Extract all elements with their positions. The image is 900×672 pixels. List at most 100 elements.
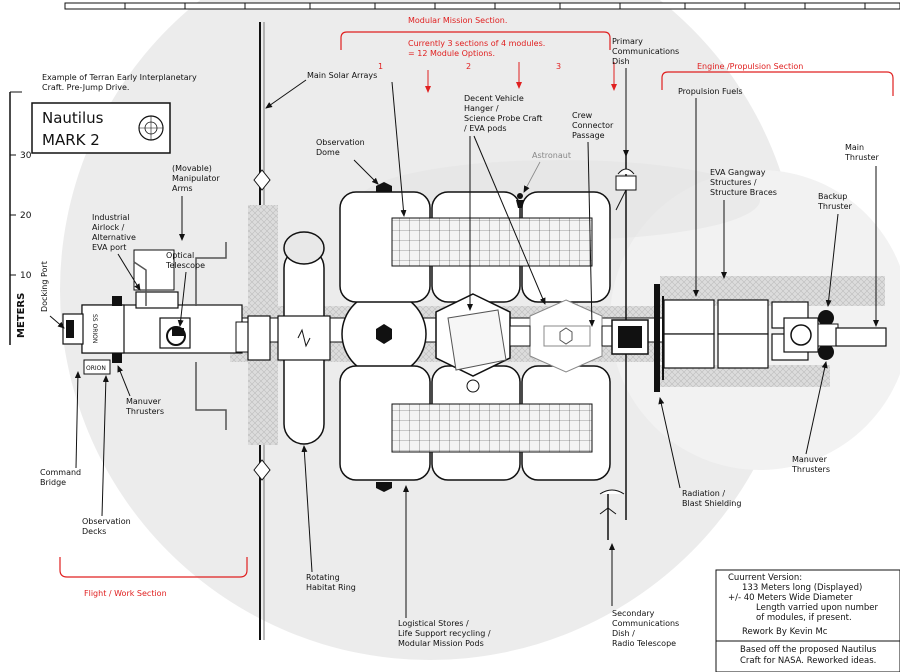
module-number-3: 3 [556, 62, 561, 71]
label-manipulator-line-2: Manipulator [172, 174, 220, 183]
label-observation-decks: Observation Decks [82, 375, 131, 536]
label-main-solar-line-1: Main Solar Arrays [307, 71, 377, 80]
label-descent: Decent Vehicle Hanger / Science Probe Cr… [464, 94, 546, 311]
hull-marking-bottom: ORION [86, 365, 106, 372]
label-observation-dome-line-1: Observation [316, 138, 365, 147]
label-primary-comms-line-1: Primary [612, 37, 643, 46]
observation-dome-hub [341, 182, 427, 492]
engine-section-bracket: Engine /Propulsion Section [661, 62, 894, 96]
info-line-1: Cuurrent Version: [728, 573, 802, 583]
modular-section-bracket: Modular Mission Section. Currently 3 sec… [340, 16, 617, 93]
label-ring-line-1: Rotating [306, 573, 340, 582]
label-docking-line-1: Docking Port [40, 261, 49, 312]
flight-section-bracket: Flight / Work Section [59, 557, 248, 598]
scale-tick-10: 10 [20, 271, 32, 281]
info-line-7: Based off the proposed Nautilus [740, 645, 877, 655]
comms-assembly [599, 150, 649, 540]
label-industrial-line-4: EVA port [92, 243, 126, 252]
label-secondary-comms: Secondary Communications Dish / Radio Te… [609, 543, 679, 648]
label-radiation-line-2: Blast Shielding [682, 499, 741, 508]
label-optical-telescope: Optical Telescope [165, 251, 205, 327]
label-propulsion-fuels: Propulsion Fuels [678, 87, 743, 297]
label-optical-line-2: Telescope [165, 261, 205, 270]
label-manuver-right-line-1: Manuver [792, 455, 828, 464]
label-main-thruster-line-1: Main [845, 143, 864, 152]
label-manuver-right: Manuver Thrusters [791, 361, 830, 474]
info-line-2: 133 Meters long (Displayed) [742, 583, 862, 593]
label-crew-line-1: Crew [572, 111, 593, 120]
label-industrial-line-3: Alternative [92, 233, 136, 242]
label-rotating-ring: Rotating Habitat Ring [301, 445, 356, 592]
radiation-shielding [654, 284, 664, 392]
label-command-line-1: Command [40, 468, 81, 477]
main-solar-panel-leader [391, 81, 407, 217]
label-main-thruster: Main Thruster [844, 143, 880, 327]
modular-note-line-2: = 12 Module Options. [408, 49, 495, 58]
scale-tick-30: 30 [20, 151, 32, 161]
info-line-5: of modules, if present. [756, 613, 852, 623]
label-backup-line-1: Backup [818, 192, 847, 201]
label-ring-line-2: Habitat Ring [306, 583, 356, 592]
top-ruler [64, 2, 900, 10]
label-descent-line-3: Science Probe Craft [464, 114, 542, 123]
rotating-habitat-ring [277, 231, 331, 445]
label-descent-line-2: Hanger / [464, 104, 499, 113]
label-industrial-line-1: Industrial [92, 213, 130, 222]
title-name-line-2: MARK 2 [42, 131, 100, 149]
label-eva-line-3: Structure Braces [710, 188, 777, 197]
label-eva-line-2: Structures / [710, 178, 757, 187]
label-command-line-2: Bridge [40, 478, 66, 487]
module-number-2: 2 [466, 62, 471, 71]
label-logistical-line-1: Logistical Stores / [398, 619, 469, 628]
label-astronaut: Astronaut [532, 151, 571, 160]
label-manipulator-line-3: Arms [172, 184, 193, 193]
label-crew-line-3: Passage [572, 131, 605, 140]
label-crew-line-2: Connector [572, 121, 614, 130]
label-crew-connector: Crew Connector Passage [572, 111, 614, 327]
module-pods [339, 191, 611, 481]
label-radiation-line-1: Radiation / [682, 489, 725, 498]
flight-work-section: SS ORION ORION [62, 242, 271, 430]
label-manuver-right-line-2: Thrusters [791, 465, 830, 474]
label-manipulator: (Movable) Manipulator Arms [172, 164, 220, 241]
modular-note-line-1: Currently 3 sections of 4 modules. [408, 39, 545, 48]
title-box: Nautilus MARK 2 [31, 102, 171, 154]
label-logistical-line-2: Life Support recycling / [398, 629, 491, 638]
title-name-line-1: Nautilus [42, 109, 104, 127]
label-primary-comms: Primary Communications Dish [612, 37, 679, 157]
label-radiation: Radiation / Blast Shielding [658, 397, 741, 508]
meters-scale: 30 20 10 METERS [9, 91, 32, 345]
label-obs-decks-line-2: Decks [82, 527, 106, 536]
engine-truss-bottom [660, 365, 830, 387]
label-observation-dome: Observation Dome [316, 138, 379, 185]
label-optical-line-1: Optical [166, 251, 194, 260]
label-main-solar: Main Solar Arrays [265, 71, 377, 109]
label-descent-line-1: Decent Vehicle [464, 94, 524, 103]
intro-line-2: Craft. Pre-Jump Drive. [42, 83, 129, 92]
label-manipulator-line-1: (Movable) [172, 164, 212, 173]
descent-vehicle-hangar [435, 293, 511, 393]
intro-line-1: Example of Terran Early Interplanetary [42, 73, 197, 82]
info-line-6: Rework By Kevin Mc [742, 627, 828, 637]
astronaut-icon [516, 193, 524, 208]
label-docking-port: Docking Port [40, 261, 65, 329]
flight-section-label: Flight / Work Section [84, 589, 167, 598]
label-secondary-line-4: Radio Telescope [612, 639, 676, 648]
hull-marking-vertical: SS ORION [91, 314, 98, 343]
astronaut-leader [523, 161, 541, 193]
label-industrial-line-2: Airlock / [92, 223, 125, 232]
info-line-8: Craft for NASA. Reworked ideas. [740, 656, 876, 666]
engine-propulsion-section [663, 299, 887, 369]
label-secondary-line-1: Secondary [612, 609, 655, 618]
label-manuver-left-line-2: Thrusters [125, 407, 164, 416]
label-observation-dome-line-2: Dome [316, 148, 340, 157]
un-emblem-icon [138, 115, 164, 141]
module-number-1: 1 [378, 62, 383, 71]
scale-axis-label: METERS [16, 293, 27, 338]
modular-section-label: Modular Mission Section. [408, 16, 507, 25]
label-obs-decks-line-1: Observation [82, 517, 131, 526]
label-secondary-line-2: Communications [612, 619, 679, 628]
label-primary-comms-line-2: Communications [612, 47, 679, 56]
